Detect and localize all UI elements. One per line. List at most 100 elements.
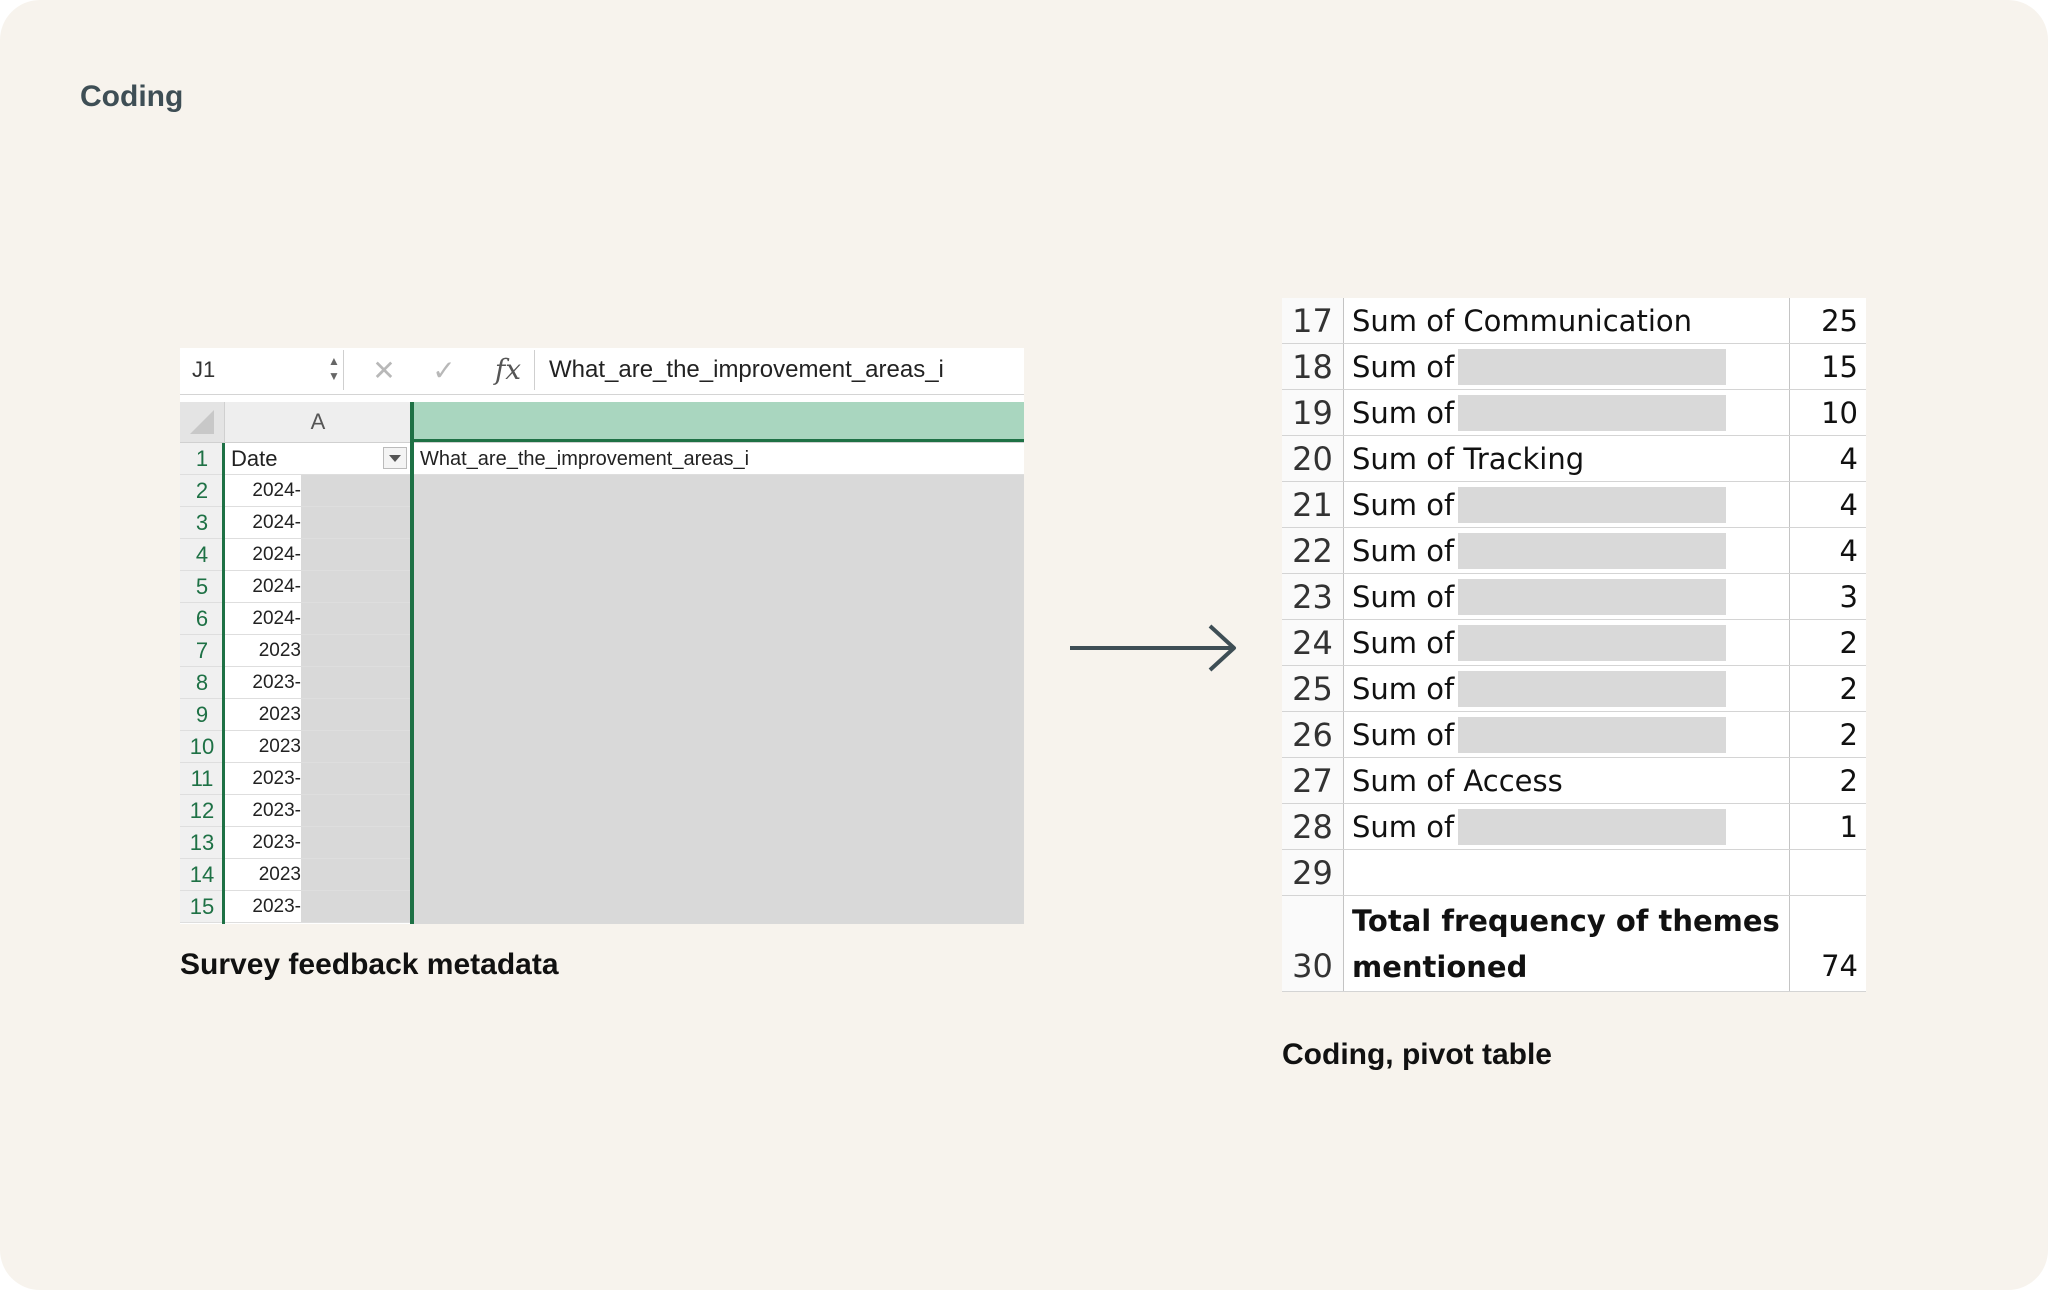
pivot-row-number: 25 [1282, 666, 1344, 711]
date-cell[interactable]: 2024- [225, 539, 411, 571]
row-number[interactable]: 13 [180, 827, 224, 859]
pivot-row-number: 23 [1282, 574, 1344, 619]
pivot-row-label: Sum of Communication [1344, 298, 1790, 343]
row-number[interactable]: 1 [180, 443, 224, 475]
date-cell-value: 2023 [258, 864, 301, 885]
row-number[interactable]: 15 [180, 891, 224, 923]
date-cell[interactable]: 2023 [225, 731, 411, 763]
date-cell[interactable]: 2023- [225, 795, 411, 827]
row-number[interactable]: 5 [180, 571, 224, 603]
cell-a1[interactable]: Date [225, 443, 411, 475]
redaction-block [301, 795, 411, 826]
date-cell[interactable]: 2023 [225, 635, 411, 667]
date-cell[interactable]: 2024- [225, 507, 411, 539]
column-header-j[interactable] [413, 402, 1024, 442]
redaction-block [1458, 717, 1726, 753]
date-cell[interactable]: 2023 [225, 859, 411, 891]
redaction-block [1458, 671, 1726, 707]
redaction-block [301, 507, 411, 538]
row-number[interactable]: 9 [180, 699, 224, 731]
row-number[interactable]: 6 [180, 603, 224, 635]
fx-icon[interactable]: fx [494, 353, 522, 386]
date-cell[interactable]: 2024- [225, 603, 411, 635]
date-cell-value: 2024- [252, 480, 301, 501]
date-cell[interactable]: 2023 [225, 699, 411, 731]
row-number[interactable]: 14 [180, 859, 224, 891]
pivot-row-label: Sum of [1344, 620, 1790, 665]
formula-input[interactable]: What_are_the_improvement_areas_i [534, 350, 1024, 390]
redaction-block [1458, 625, 1726, 661]
pivot-row-value: 2 [1839, 718, 1858, 752]
redaction-block [414, 475, 1024, 924]
redaction-block [301, 539, 411, 570]
date-cell[interactable]: 2023- [225, 763, 411, 795]
pivot-row-value: 15 [1821, 350, 1858, 384]
date-cell-value: 2023- [252, 768, 301, 789]
row-number[interactable]: 3 [180, 507, 224, 539]
checkmark-icon[interactable]: ✓ [432, 355, 456, 386]
pivot-row-number: 28 [1282, 804, 1344, 849]
pivot-row-value: 4 [1839, 488, 1858, 522]
row-number[interactable]: 2 [180, 475, 224, 507]
pivot-row-label: Sum of [1344, 344, 1790, 389]
column-header-row: A [180, 402, 1024, 443]
pivot-row-number: 22 [1282, 528, 1344, 573]
arrow-right-icon [1070, 624, 1236, 672]
select-all-button[interactable] [180, 402, 225, 442]
cell-j1[interactable]: What_are_the_improvement_areas_i [414, 443, 1024, 475]
name-box[interactable]: J1 [180, 350, 344, 390]
row-number[interactable]: 10 [180, 731, 224, 763]
redaction-block [301, 699, 411, 730]
redaction-block [1458, 579, 1726, 615]
pivot-row-value: 2 [1839, 672, 1858, 706]
pivot-row-number: 27 [1282, 758, 1344, 803]
date-cell-value: 2023- [252, 672, 301, 693]
pivot-row-value: 1 [1839, 810, 1858, 844]
pivot-caption: Coding, pivot table [1282, 1038, 1552, 1071]
redaction-block [301, 571, 411, 602]
close-icon[interactable]: ✕ [372, 355, 396, 386]
redaction-block [301, 763, 411, 794]
row-number[interactable]: 7 [180, 635, 224, 667]
date-cell[interactable]: 2024- [225, 475, 411, 507]
date-cell[interactable]: 2023- [225, 891, 411, 923]
date-cell-value: 2023 [258, 704, 301, 725]
pivot-row-number: 21 [1282, 482, 1344, 527]
redaction-block [301, 667, 411, 698]
pivot-row-value: 10 [1821, 396, 1858, 430]
redaction-block [301, 891, 411, 922]
pivot-row-value: 4 [1839, 442, 1858, 476]
date-cell-value: 2023- [252, 896, 301, 917]
pivot-row-number: 17 [1282, 298, 1344, 343]
row-selection-indicator [222, 443, 225, 924]
row-number[interactable]: 8 [180, 667, 224, 699]
pivot-row-number: 30 [1282, 896, 1344, 991]
row-number[interactable]: 4 [180, 539, 224, 571]
pivot-row-label: Sum of [1344, 712, 1790, 757]
row-number[interactable]: 11 [180, 763, 224, 795]
date-cell[interactable]: 2024- [225, 571, 411, 603]
date-cell[interactable]: 2023- [225, 667, 411, 699]
pivot-row-value: 2 [1839, 764, 1858, 798]
name-box-stepper-icon[interactable]: ▲▼ [328, 354, 340, 383]
redaction-block [301, 475, 411, 506]
pivot-row-label: Total frequency of themes mentioned [1344, 896, 1790, 991]
column-header-a[interactable]: A [225, 402, 412, 442]
pivot-row-value [1790, 850, 1866, 895]
formula-bar: J1 ▲▼ ✕ ✓ fx What_are_the_improvement_ar… [180, 348, 1024, 395]
pivot-row-number: 20 [1282, 436, 1344, 481]
date-cell-value: 2024- [252, 544, 301, 565]
pivot-row-value: 4 [1839, 534, 1858, 568]
row-number[interactable]: 12 [180, 795, 224, 827]
redaction-block [1458, 349, 1726, 385]
filter-dropdown-icon[interactable] [383, 447, 407, 469]
date-cell[interactable]: 2023- [225, 827, 411, 859]
